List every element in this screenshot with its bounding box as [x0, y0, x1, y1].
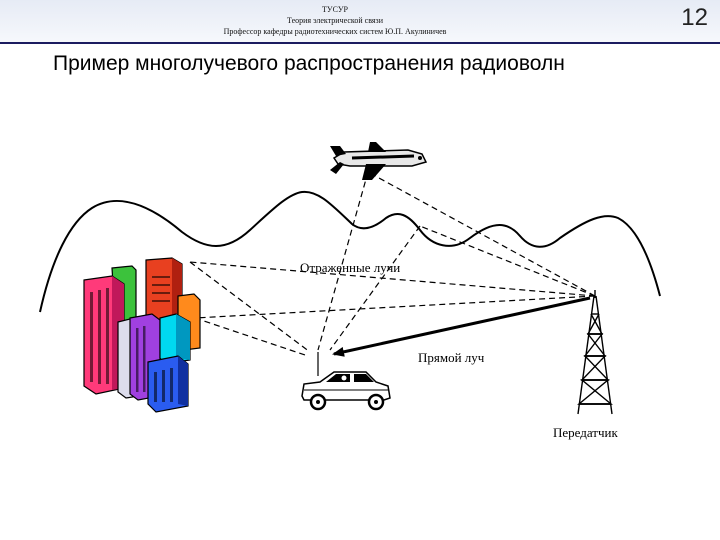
slide-number: 12: [681, 4, 708, 31]
direct-ray-arrow: [332, 296, 591, 357]
transmitter-tower-icon: [577, 290, 613, 415]
header-university: ТУСУР: [322, 5, 348, 14]
slide-title: Пример многолучевого распространения рад…: [53, 52, 565, 75]
header-text: ТУСУР Теория электрической связи Професс…: [160, 4, 510, 37]
car-icon: [301, 352, 391, 411]
label-direct-ray: Прямой луч: [418, 350, 485, 365]
header-band: [0, 0, 720, 42]
slide-header: ТУСУР Теория электрической связи Професс…: [0, 0, 720, 44]
reflected-rays: [189, 171, 596, 356]
label-reflected-rays: Отраженные лучи: [300, 260, 400, 275]
mountains-outline: [39, 190, 661, 313]
airplane-icon: [330, 142, 428, 180]
label-transmitter: Передатчик: [553, 425, 618, 440]
header-author: Профессор кафедры радиотехнических систе…: [223, 27, 447, 36]
header-course: Теория электрической связи: [286, 16, 383, 25]
header-divider: [0, 42, 720, 44]
buildings-icon: [83, 257, 201, 413]
